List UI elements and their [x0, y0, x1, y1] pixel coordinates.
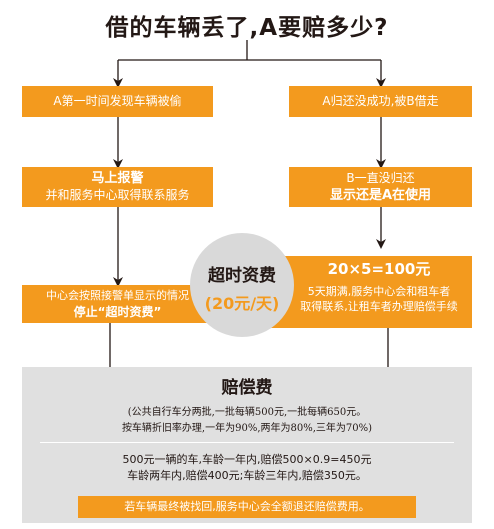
- compensation-note-line2: 按车辆折旧率办理,一年为90%,两年为80%,三年为70%): [121, 423, 373, 434]
- page-title: 借的车辆丢了,A要赔多少?: [105, 15, 389, 41]
- left-step2-line1: 马上报警: [91, 171, 144, 186]
- compensation-calculation: 500元一辆的车,车龄一年内,赔偿500×0.9=450元 车龄两年内,赔偿40…: [22, 452, 472, 484]
- right-step2-line2: 显示还是A在使用: [329, 188, 432, 203]
- compensation-note-line1: (公共自行车分两批,一批每辆500元,一批每辆650元。: [127, 407, 367, 418]
- divider: [40, 442, 454, 443]
- right-step3-line2: 取得联系,让租车者办理赔偿手续: [300, 300, 458, 313]
- right-step1-box: A归还没成功,被B借走: [289, 86, 472, 117]
- right-step2-line1: B一直没归还: [346, 171, 415, 185]
- right-step3-line1: 5天期满,服务中心会和租车者: [307, 285, 451, 298]
- left-step3-box: 中心会按照接警单显示的情况 停止“超时资费”: [22, 285, 213, 323]
- compensation-title: 赔偿费: [221, 378, 273, 398]
- left-step3-line1: 中心会按照接警单显示的情况: [46, 289, 189, 302]
- compensation-calc-line2: 车龄两年内,赔偿400元;车龄三年内,赔偿350元。: [127, 469, 367, 482]
- compensation-calc-line1: 500元一辆的车,车龄一年内,赔偿500×0.9=450元: [122, 453, 372, 466]
- overtime-formula: 20×5=100元: [327, 260, 431, 278]
- compensation-note: (公共自行车分两批,一批每辆500元,一批每辆650元。 按车辆折旧率办理,一年…: [22, 405, 472, 437]
- split-connector: [118, 40, 381, 61]
- left-step2-box: 马上报警 并和服务中心取得联系服务: [22, 167, 213, 207]
- left-step1-box: A第一时间发现车辆被偷: [22, 86, 213, 117]
- left-step2-line2: 并和服务中心取得联系服务: [45, 188, 190, 202]
- right-step3-box: 20×5=100元 5天期满,服务中心会和租车者 取得联系,让租车者办理赔偿手续: [260, 256, 472, 328]
- overtime-fee-circle: 超时资费 (20元/天): [190, 233, 294, 337]
- left-step3-line2: 停止“超时资费”: [73, 305, 162, 319]
- overtime-fee-label: 超时资费: [208, 266, 276, 286]
- overtime-fee-rate: (20元/天): [204, 294, 280, 313]
- refund-note: 若车辆最终被找回,服务中心会全额退还赔偿费用。: [78, 496, 416, 518]
- right-step2-box: B一直没归还 显示还是A在使用: [289, 167, 472, 207]
